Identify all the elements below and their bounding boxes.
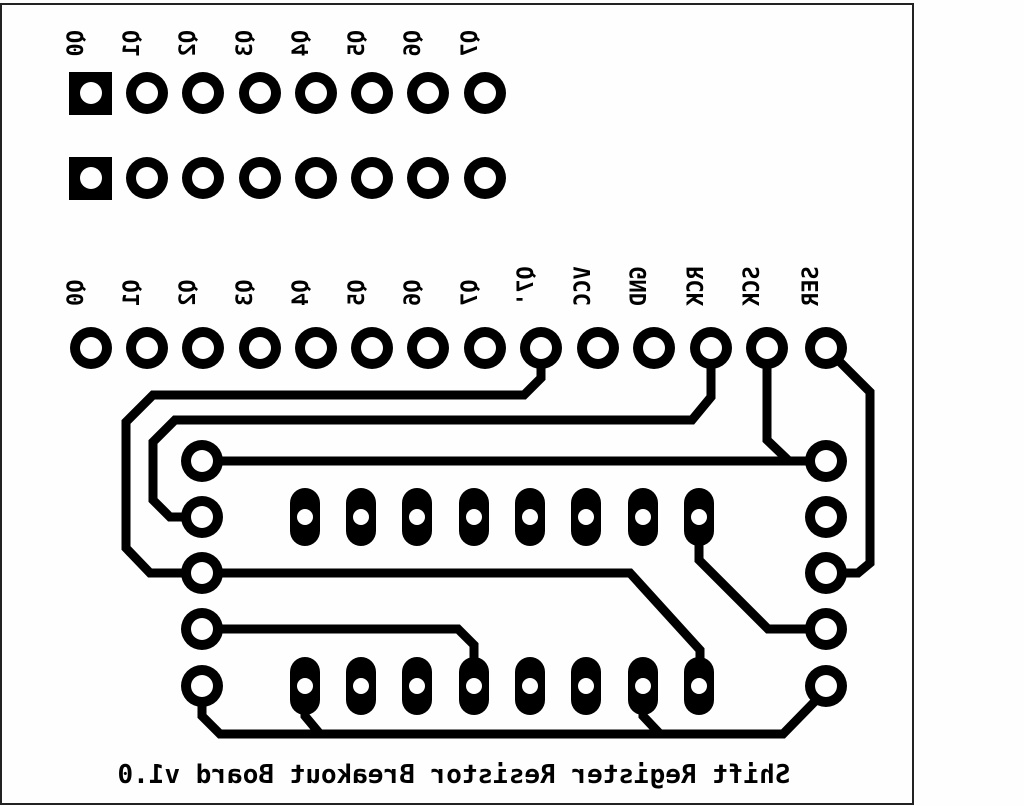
board-title: Shift Register Resistor Breakout Board v… (117, 760, 790, 790)
ic-left-column (181, 440, 223, 707)
trace-q7prime (121, 348, 546, 578)
label: SCK (740, 266, 765, 306)
trace-sck (762, 348, 793, 465)
round-pads (126, 157, 506, 199)
output-header-row-1 (69, 72, 506, 115)
label: Q6 (401, 30, 426, 57)
input-header-labels: Q0 Q1 Q2 Q3 Q4 Q5 Q6 Q7 Q7' VCC GND RCK … (64, 266, 824, 306)
label: Q2 (176, 30, 201, 57)
label: Q7' (514, 266, 539, 306)
label: GND (627, 266, 652, 306)
output-header-labels: Q0 Q1 Q2 Q3 Q4 Q5 Q6 Q7 (64, 30, 483, 57)
resistor-pads-lower (290, 657, 714, 715)
label: VCC (571, 266, 596, 306)
board-outline (0, 3, 914, 805)
label: Q5 (345, 280, 370, 307)
label: Q0 (64, 280, 89, 307)
label: Q4 (289, 30, 314, 57)
label: Q7 (458, 280, 483, 307)
trace-rck (148, 348, 716, 522)
label: Q3 (233, 30, 258, 57)
label: Q4 (289, 280, 314, 307)
resistor-pads-upper (290, 488, 714, 546)
traces (121, 344, 875, 739)
label: Q2 (176, 280, 201, 307)
trace-row4 (202, 624, 479, 686)
round-pads (126, 72, 506, 114)
input-header (70, 327, 847, 369)
label: Q6 (401, 280, 426, 307)
label: Q1 (120, 30, 145, 57)
ic-right-column (805, 440, 847, 707)
output-header-row-2 (69, 157, 506, 200)
label: Q1 (120, 280, 145, 307)
label: SER (799, 266, 824, 306)
label: Q0 (64, 30, 89, 57)
label: Q5 (345, 30, 370, 57)
label: Q3 (233, 280, 258, 307)
label: RCK (684, 266, 709, 306)
label: Q7 (458, 30, 483, 57)
trace-ser (822, 344, 875, 578)
